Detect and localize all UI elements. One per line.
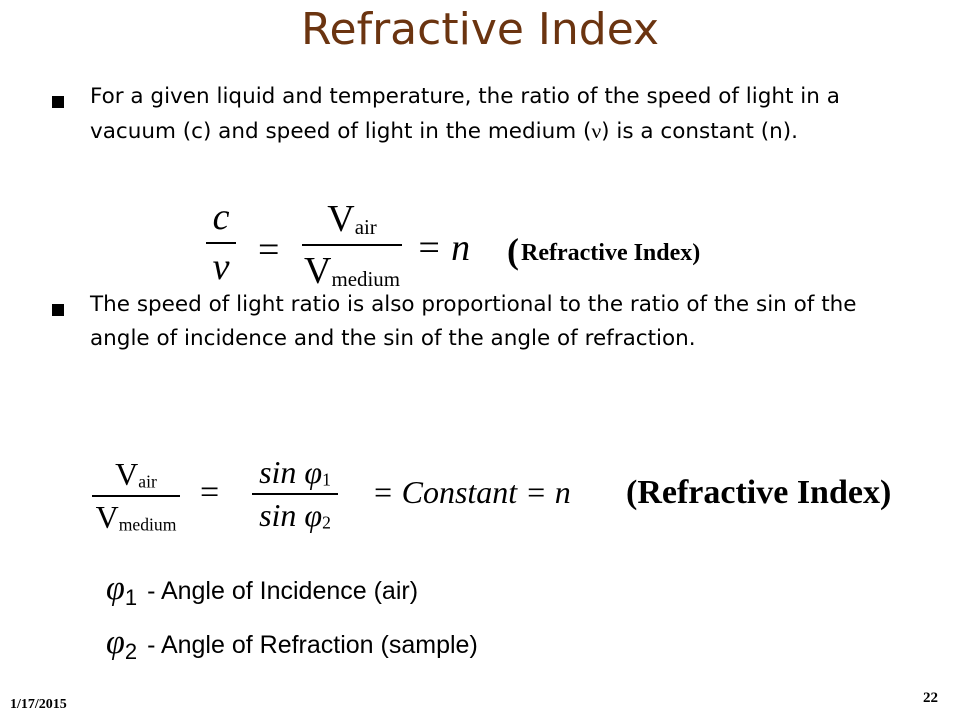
eq2-lhs-denominator: Vmedium [96,501,177,534]
eq1-rhs-numerator: Vair [327,200,377,238]
bullet-text-1: For a given liquid and temperature, the … [90,80,910,149]
fraction-bar [206,242,236,244]
eq2-v-medium-sub: medium [118,514,177,535]
eq1-lhs-denominator: ν [212,246,230,288]
eq2-lhs-numerator: Vair [115,458,157,491]
eq1-v-air-sub: air [354,215,377,240]
definition-text: - Angle of Refraction (sample) [147,631,478,659]
definition-text: - Angle of Incidence (air) [147,577,419,605]
eq1-lhs-numerator: c [212,196,230,238]
eq1-lhs-fraction: c ν [206,198,236,286]
phi-subscript: 1 [124,585,138,610]
eq1-label-paren: ( [507,231,519,271]
eq2-constant-n: = Constant = n [372,474,571,510]
bullet-1-text-start: For a given liquid and temperature, the … [90,84,840,144]
eq2-sin-phi1: sin φ [259,454,323,490]
phi-symbol: φ [106,624,125,661]
footer-date: 1/17/2015 [10,697,67,712]
slide-title: Refractive Index [300,4,660,55]
eq2-sin-phi2: sin φ [259,497,323,534]
fraction-bar [302,244,402,247]
definition-phi2: φ 2 - Angle of Refraction (sample) [106,624,478,664]
phi-subscript: 2 [124,639,138,664]
eq1-rhs-fraction: Vair Vmedium [302,200,402,290]
bullet-marker-2 [52,296,72,316]
bullet-1-text-end: ) is a constant (n). [601,119,798,144]
eq1-equals: = [258,229,280,271]
eq2-lhs-fraction: Vair Vmedium [92,458,180,534]
eq1-rhs-denominator: Vmedium [304,252,400,290]
eq2-sin-phi2-sub: 2 [322,512,331,533]
eq1-v-medium-base: V [304,250,332,293]
eq1-v-medium-sub: medium [331,267,400,292]
eq2-mid-denominator: sin φ2 [259,499,331,532]
nu-symbol: ν [591,119,602,143]
definition-phi1: φ 1 - Angle of Incidence (air) [106,570,419,610]
eq2-sin-phi1-sub: 1 [322,469,331,490]
bullet-text-2: The speed of light ratio is also proport… [90,292,857,351]
bullet-marker-1 [52,88,72,108]
phi-symbol: φ [106,570,125,607]
eq2-v-medium-base: V [95,499,119,536]
page-number: 22 [923,690,938,706]
eq2-v-air-sub: air [138,471,157,492]
fraction-bar [92,495,180,498]
eq2-equals: = [200,474,220,511]
eq2-label: (Refractive Index) [626,474,892,511]
fraction-bar [252,493,338,496]
eq2-mid-fraction: sin φ1 sin φ2 [252,456,338,532]
eq2-v-air-base: V [115,456,139,492]
eq1-equals-n: = n [416,227,471,269]
eq1-label: Refractive Index) [521,240,701,266]
eq1-v-air-base: V [327,198,355,240]
eq2-mid-numerator: sin φ1 [259,456,331,489]
